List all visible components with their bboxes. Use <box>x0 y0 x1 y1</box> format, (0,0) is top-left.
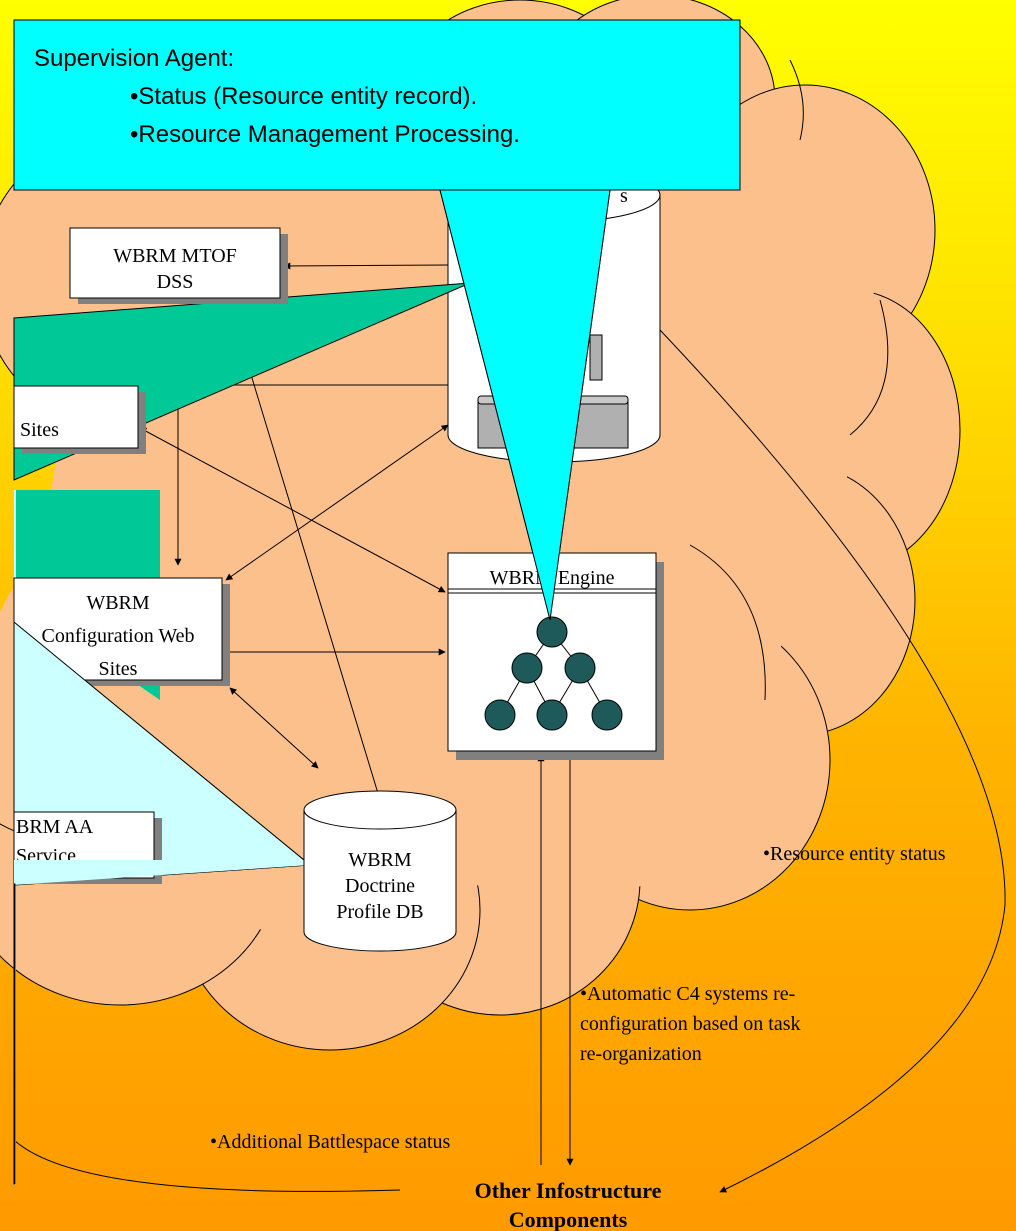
outer-arcs <box>13 329 1006 1193</box>
doctrine-label-line2: Doctrine <box>345 875 415 897</box>
aa-label-line1: BRM AA <box>16 816 94 838</box>
supervision-item-processing: •Resource Management Processing. <box>130 121 520 148</box>
battlespace-status-label: •Additional Battlespace status <box>210 1131 451 1153</box>
mtof-dss-box[interactable]: WBRM MTOF DSS <box>69 227 288 304</box>
supervision-item-status: •Status (Resource entity record). <box>130 83 477 110</box>
config-label-line3: Sites <box>99 658 138 680</box>
doctrine-db-cylinder[interactable]: WBRM Doctrine Profile DB <box>303 790 457 952</box>
agent-node-icon <box>591 699 623 731</box>
config-sites-box-upper[interactable]: Sites <box>13 385 146 454</box>
light-callout-body <box>13 860 310 1185</box>
sites-label: Sites <box>20 419 59 441</box>
other-infrastructure-label-line1: Other Infostructure <box>475 1178 662 1203</box>
svg-text:s: s <box>620 185 628 207</box>
doctrine-label-line3: Profile DB <box>336 901 423 923</box>
wbrm-engine-box[interactable]: WBRM Engine <box>447 552 664 760</box>
auto-c4-label-line1: •Automatic C4 systems re- <box>580 983 795 1005</box>
resource-status-label: •Resource entity status <box>763 843 946 865</box>
agent-node-icon <box>484 699 516 731</box>
mtof-label-line1: WBRM MTOF <box>113 245 237 267</box>
auto-c4-label-line3: re-organization <box>580 1043 702 1065</box>
agent-node-icon <box>536 616 568 648</box>
other-infrastructure-label-line2: Components <box>509 1207 628 1231</box>
config-label-line2: Configuration Web <box>42 625 195 647</box>
agent-node-icon <box>564 652 596 684</box>
agent-node-icon <box>536 699 568 731</box>
supervision-callout-pointer <box>439 189 611 621</box>
agent-node-icon <box>511 652 543 684</box>
mtof-label-line2: DSS <box>157 271 194 293</box>
auto-c4-label-line2: configuration based on task <box>580 1013 801 1035</box>
doctrine-label-line1: WBRM <box>348 849 412 871</box>
config-web-sites-box[interactable]: WBRM Configuration Web Sites <box>13 577 230 686</box>
supervision-title: Supervision Agent: <box>34 45 234 72</box>
config-label-line1: WBRM <box>86 592 150 614</box>
